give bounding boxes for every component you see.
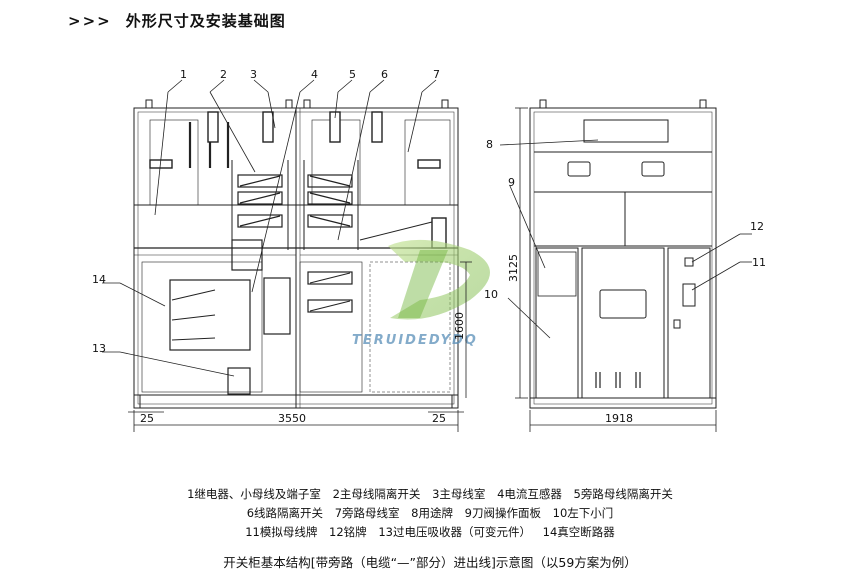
legend-item: 1继电器、小母线及端子室 xyxy=(187,487,321,501)
heading-arrows: >>> xyxy=(68,12,112,30)
dim-side-width: 1918 xyxy=(605,412,633,425)
callout-5: 5 xyxy=(349,68,356,81)
callout-8: 8 xyxy=(486,138,493,151)
legend-line-1: 1继电器、小母线及端子室 2主母线隔离开关 3主母线室 4电流互感器 5旁路母线… xyxy=(0,484,860,504)
leader-lines xyxy=(102,79,752,377)
heading-title: 外形尺寸及安装基础图 xyxy=(125,12,286,30)
callout-3: 3 xyxy=(250,68,257,81)
callout-7: 7 xyxy=(433,68,440,81)
callout-13: 13 xyxy=(92,342,106,355)
dim-offset-left: 25 xyxy=(140,412,154,425)
legend-item: 7旁路母线室 xyxy=(334,506,400,520)
legend-item: 5旁路母线隔离开关 xyxy=(573,487,673,501)
legend-item: 11模拟母线牌 xyxy=(245,525,318,539)
callout-12: 12 xyxy=(750,220,764,233)
side-cabinet-outline xyxy=(529,107,717,409)
watermark-logo: TERUIDEDYDQ xyxy=(352,239,490,348)
dim-front-width: 3550 xyxy=(278,412,306,425)
callout-9: 9 xyxy=(508,176,515,189)
callout-2: 2 xyxy=(220,68,227,81)
legend-line-2: 6线路隔离开关 7旁路母线室 8用途牌 9刀阀操作面板 10左下小门 xyxy=(0,503,860,523)
callout-11: 11 xyxy=(752,256,766,269)
dim-height-total: 3125 xyxy=(507,254,520,282)
legend-item: 6线路隔离开关 xyxy=(246,506,324,520)
callout-4: 4 xyxy=(311,68,318,81)
dim-offset-right: 25 xyxy=(432,412,446,425)
callout-14: 14 xyxy=(92,273,106,286)
legend-item: 3主母线室 xyxy=(432,487,486,501)
legend-item: 4电流互感器 xyxy=(497,487,562,501)
callout-numbers: 1 2 3 4 5 6 7 8 9 10 11 12 13 14 xyxy=(92,68,766,355)
callout-10: 10 xyxy=(484,288,498,301)
figure-caption: 开关柜基本结构[带旁路（电缆“—”部分）进出线]示意图（以59方案为例） xyxy=(223,555,637,570)
side-view xyxy=(529,99,717,409)
watermark-text: TERUIDEDYDQ xyxy=(352,333,478,348)
dimension-labels: 3550 25 25 1918 3125 1600 xyxy=(140,254,633,425)
callout-1: 1 xyxy=(180,68,187,81)
legend-item: 2主母线隔离开关 xyxy=(332,487,421,501)
legend-item: 8用途牌 xyxy=(411,506,453,520)
legend-item: 9刀阀操作面板 xyxy=(464,506,541,520)
dimension-lines xyxy=(128,107,717,432)
dim-height-lower: 1600 xyxy=(453,312,466,340)
legend-item: 12铭牌 xyxy=(329,525,367,539)
legend-line-3: 11模拟母线牌 12铭牌 13过电压吸收器（可变元件） 14真空断路器 xyxy=(0,522,860,542)
legend-item: 10左下小门 xyxy=(552,506,614,520)
page-heading: >>> 外形尺寸及安装基础图 xyxy=(68,10,286,31)
callout-6: 6 xyxy=(381,68,388,81)
legend-item: 13过电压吸收器（可变元件） xyxy=(378,525,531,539)
legend-item: 14真空断路器 xyxy=(542,525,615,539)
